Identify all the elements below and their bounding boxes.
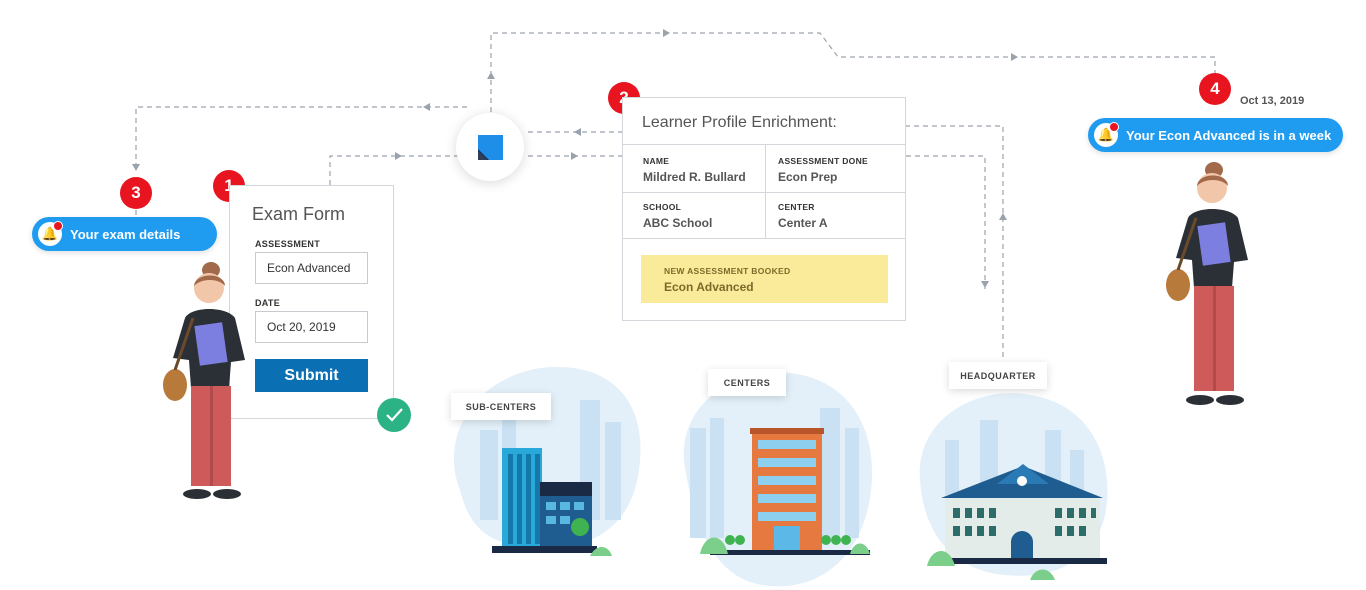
profile-center-cell: CENTER Center A [778,202,828,230]
date-label: DATE [255,298,281,308]
assessment-field[interactable]: Econ Advanced [255,252,368,284]
tag-centers: CENTERS [708,369,786,396]
notification-exam-details[interactable]: 🔔 Your exam details [32,217,217,251]
exam-form-card: Exam Form ASSESSMENT Econ Advanced DATE … [229,185,394,419]
student-illustration-right [1166,162,1248,405]
name-value: Mildred R. Bullard [643,170,746,184]
booked-assessment-box: NEW ASSESSMENT BOOKED Econ Advanced [641,255,888,303]
assessment-done-value: Econ Prep [778,170,838,184]
school-value: ABC School [643,216,713,230]
name-label: NAME [643,156,670,166]
step-badge-3: 3 [120,177,152,209]
assessment-label: ASSESSMENT [255,239,321,249]
sub-centers-illustration [453,366,641,556]
learner-profile-card: Learner Profile Enrichment: NAME Mildred… [622,97,906,321]
tag-sub-centers: SUB-CENTERS [451,393,551,420]
centers-illustration [683,372,873,587]
booked-value: Econ Advanced [664,280,754,294]
notification-text: Your exam details [70,226,181,242]
headquarter-illustration [919,393,1108,580]
profile-title: Learner Profile Enrichment: [642,114,837,131]
platform-logo-icon [478,135,503,160]
step-badge-4: 4 [1199,73,1231,105]
booked-label: NEW ASSESSMENT BOOKED [664,266,791,276]
reminder-date: Oct 13, 2019 [1240,95,1305,107]
profile-name-cell: NAME Mildred R. Bullard [643,156,746,184]
school-label: SCHOOL [643,202,682,212]
notification-text: Your Econ Advanced is in a week [1126,127,1332,143]
student-illustration-left [163,262,245,499]
platform-logo-hub [456,113,524,181]
bell-icon: 🔔 [1094,122,1119,147]
date-field[interactable]: Oct 20, 2019 [255,311,368,343]
submit-button[interactable]: Submit [255,359,368,392]
assessment-done-label: ASSESSMENT DONE [778,156,868,166]
exam-form-title: Exam Form [252,204,346,224]
notification-reminder[interactable]: 🔔 Your Econ Advanced is in a week [1088,118,1343,152]
check-icon [377,398,411,432]
center-label: CENTER [778,202,815,212]
bell-icon: 🔔 [38,221,63,246]
profile-school-cell: SCHOOL ABC School [643,202,712,230]
tag-headquarter: HEADQUARTER [949,362,1047,389]
profile-assessment-cell: ASSESSMENT DONE Econ Prep [778,156,868,184]
center-value: Center A [778,216,828,230]
